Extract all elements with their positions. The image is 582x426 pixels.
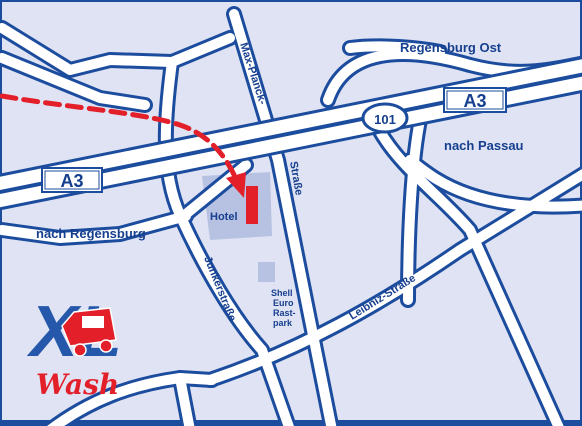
exit-sign-icon: 101 — [361, 102, 409, 134]
label-rastpark-4: park — [273, 318, 293, 328]
label-nach-passau: nach Passau — [444, 138, 524, 153]
truck-icon — [61, 307, 117, 357]
road-fill — [0, 9, 582, 426]
motorway-shield-right: A3 — [443, 87, 507, 113]
label-rastpark-2: Euro — [273, 298, 294, 308]
route-arrow-icon — [0, 93, 241, 187]
xl-wash-logo: XL Wash — [26, 292, 122, 401]
label-strasse: Straße — [287, 160, 305, 196]
exit-number: 101 — [374, 112, 396, 127]
label-rastpark-3: Rast- — [273, 308, 296, 318]
shield-left-label: A3 — [60, 171, 83, 191]
logo-script: Wash — [36, 368, 119, 401]
motorway-shield-icon: A3 — [41, 167, 103, 193]
shield-right-label: A3 — [463, 91, 486, 111]
label-regensburg-ost: Regensburg Ost — [400, 40, 502, 55]
label-rastpark-1: Shell — [271, 288, 293, 298]
hotel-marker-icon — [246, 186, 258, 224]
route-arrowhead — [226, 172, 246, 198]
label-hotel: Hotel — [210, 211, 238, 223]
rastpark-area — [258, 262, 275, 282]
label-nach-regensburg: nach Regensburg — [36, 226, 146, 241]
